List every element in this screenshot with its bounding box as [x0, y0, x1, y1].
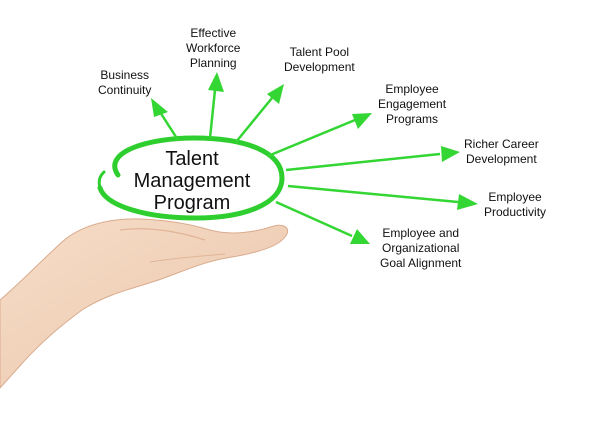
label-line: Programs: [386, 112, 439, 126]
label-line: Richer Career: [464, 137, 539, 151]
arrowhead-productivity: [457, 194, 478, 210]
label-effective-workforce-planning: Effective Workforce Planning: [186, 26, 240, 71]
hand-illustration: [0, 218, 289, 389]
center-title: Talent Management Program: [128, 148, 256, 214]
center-title-line: Program: [153, 192, 231, 214]
arrowhead-engagement: [352, 113, 372, 129]
label-line: Goal Alignment: [380, 256, 462, 270]
center-title-line: Management: [133, 170, 251, 192]
label-line: Business: [100, 68, 150, 82]
label-goal-alignment: Employee and Organizational Goal Alignme…: [380, 226, 461, 271]
label-line: Development: [284, 60, 355, 74]
arrowhead-workforce-planning: [208, 72, 224, 92]
label-line: Productivity: [484, 205, 547, 219]
label-employee-engagement-programs: Employee Engagement Programs: [378, 82, 446, 127]
arrowhead-goal-alignment: [350, 229, 370, 244]
label-line: Organizational: [382, 241, 460, 255]
label-line: Development: [465, 152, 537, 166]
label-line: Effective: [190, 26, 237, 40]
label-line: Continuity: [98, 83, 152, 97]
label-line: Workforce: [186, 41, 241, 55]
label-line: Engagement: [378, 97, 447, 111]
center-title-line: Talent: [165, 148, 219, 170]
label-talent-pool-development: Talent Pool Development: [284, 45, 355, 75]
label-richer-career-development: Richer Career Development: [464, 137, 539, 167]
label-line: Talent Pool: [289, 45, 350, 59]
arrows: [151, 72, 478, 244]
label-business-continuity: Business Continuity: [98, 68, 151, 98]
label-line: Employee and: [382, 226, 460, 240]
arrowhead-talent-pool: [267, 84, 284, 104]
label-line: Employee: [385, 82, 439, 96]
arrowhead-career: [441, 146, 460, 162]
center-ellipse: [97, 135, 285, 221]
label-line: Planning: [189, 56, 237, 70]
label-employee-productivity: Employee Productivity: [484, 190, 546, 220]
label-line: Employee: [488, 190, 542, 204]
arrowhead-business-continuity: [151, 98, 168, 117]
